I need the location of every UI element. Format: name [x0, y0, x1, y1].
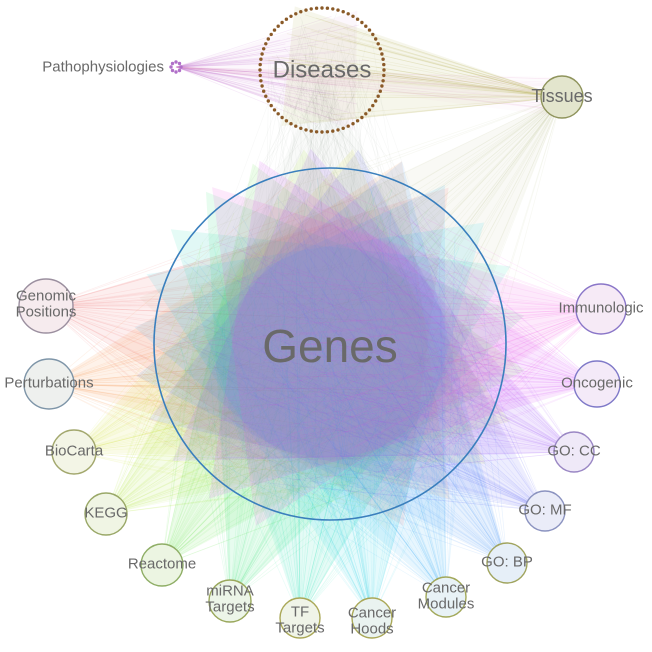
node-tissues[interactable]: [540, 75, 584, 119]
label-go-mf: GO: MF: [518, 502, 571, 519]
node-go-mf[interactable]: [524, 490, 566, 532]
genes-circle-fill: [154, 168, 506, 520]
label-perturbations: Perturbations: [4, 375, 93, 392]
label-oncogenic: Oncogenic: [561, 375, 633, 392]
edges-diseases-to-genes: [176, 12, 494, 514]
label-diseases: Diseases: [273, 57, 372, 84]
node-biocarta[interactable]: [51, 429, 97, 475]
label-mirna-targets: miRNA: [206, 582, 254, 599]
label-cancer-modules: Modules: [418, 596, 475, 613]
edges-reactome-to-genes: [161, 163, 525, 566]
label-cancer-modules: Cancer: [422, 579, 470, 596]
edges-tf-targets-to-genes: [170, 195, 511, 619]
genes-circle[interactable]: [153, 167, 507, 521]
node-perturbations[interactable]: [23, 358, 75, 410]
label-genomic-positions: Genomic: [16, 287, 77, 304]
edges-perturbations-to-genes: [48, 161, 498, 508]
edges-biocarta-to-genes: [73, 149, 492, 508]
edges-cancer-modules-to-genes: [134, 184, 467, 598]
label-reactome: Reactome: [128, 556, 196, 573]
edges-tissues-to-genes: [139, 96, 563, 532]
edges-go-bp-to-genes: [136, 161, 508, 564]
label-biocarta: BioCarta: [45, 443, 104, 460]
node-reactome[interactable]: [140, 543, 184, 587]
node-go-bp[interactable]: [486, 542, 528, 584]
node-tf-targets[interactable]: [279, 597, 321, 639]
label-tf-targets: Targets: [275, 620, 324, 637]
node-cancer-hoods[interactable]: [351, 597, 393, 639]
edges-kegg-to-genes: [105, 149, 511, 515]
node-mirna-targets[interactable]: [208, 579, 252, 623]
edges-pathophysiologies-to-diseases: [175, 10, 369, 131]
edges-oncogenic-to-genes: [196, 160, 598, 499]
label-genes: Genes: [262, 320, 398, 372]
node-cancer-modules[interactable]: [425, 576, 467, 618]
label-genomic-positions: Positions: [16, 304, 77, 321]
edges-tissues-to-diseases: [264, 6, 563, 126]
edges-pathophysiologies-to-tissues: [175, 66, 577, 119]
edges-go-mf-to-genes: [148, 149, 546, 512]
node-diseases[interactable]: [258, 6, 386, 134]
edges-go-cc-to-genes: [172, 148, 575, 481]
label-immunologic: Immunologic: [558, 300, 644, 317]
label-cancer-hoods: Hoods: [350, 621, 393, 638]
node-go-cc[interactable]: [553, 431, 595, 473]
node-oncogenic[interactable]: [573, 360, 621, 408]
label-go-bp: GO: BP: [481, 554, 533, 571]
label-tf-targets: TF: [291, 603, 309, 620]
edges-mirna-targets-to-genes: [179, 182, 525, 602]
edge-bundles: [45, 6, 602, 619]
label-cancer-hoods: Cancer: [348, 604, 396, 621]
label-kegg: KEGG: [84, 505, 127, 522]
label-go-cc: GO: CC: [547, 443, 601, 460]
label-tissues: Tissues: [531, 86, 592, 106]
node-kegg[interactable]: [84, 492, 128, 536]
edges-immunologic-to-genes: [167, 183, 602, 526]
node-pathophysiologies[interactable]: [169, 60, 183, 74]
node-immunologic[interactable]: [575, 283, 627, 335]
label-pathophysiologies: Pathophysiologies: [42, 59, 164, 76]
label-mirna-targets: Targets: [205, 599, 254, 616]
node-genomic-positions[interactable]: [18, 278, 74, 334]
edges-genomic-positions-to-genes: [45, 187, 496, 526]
edges-cancer-hoods-to-genes: [146, 178, 485, 619]
